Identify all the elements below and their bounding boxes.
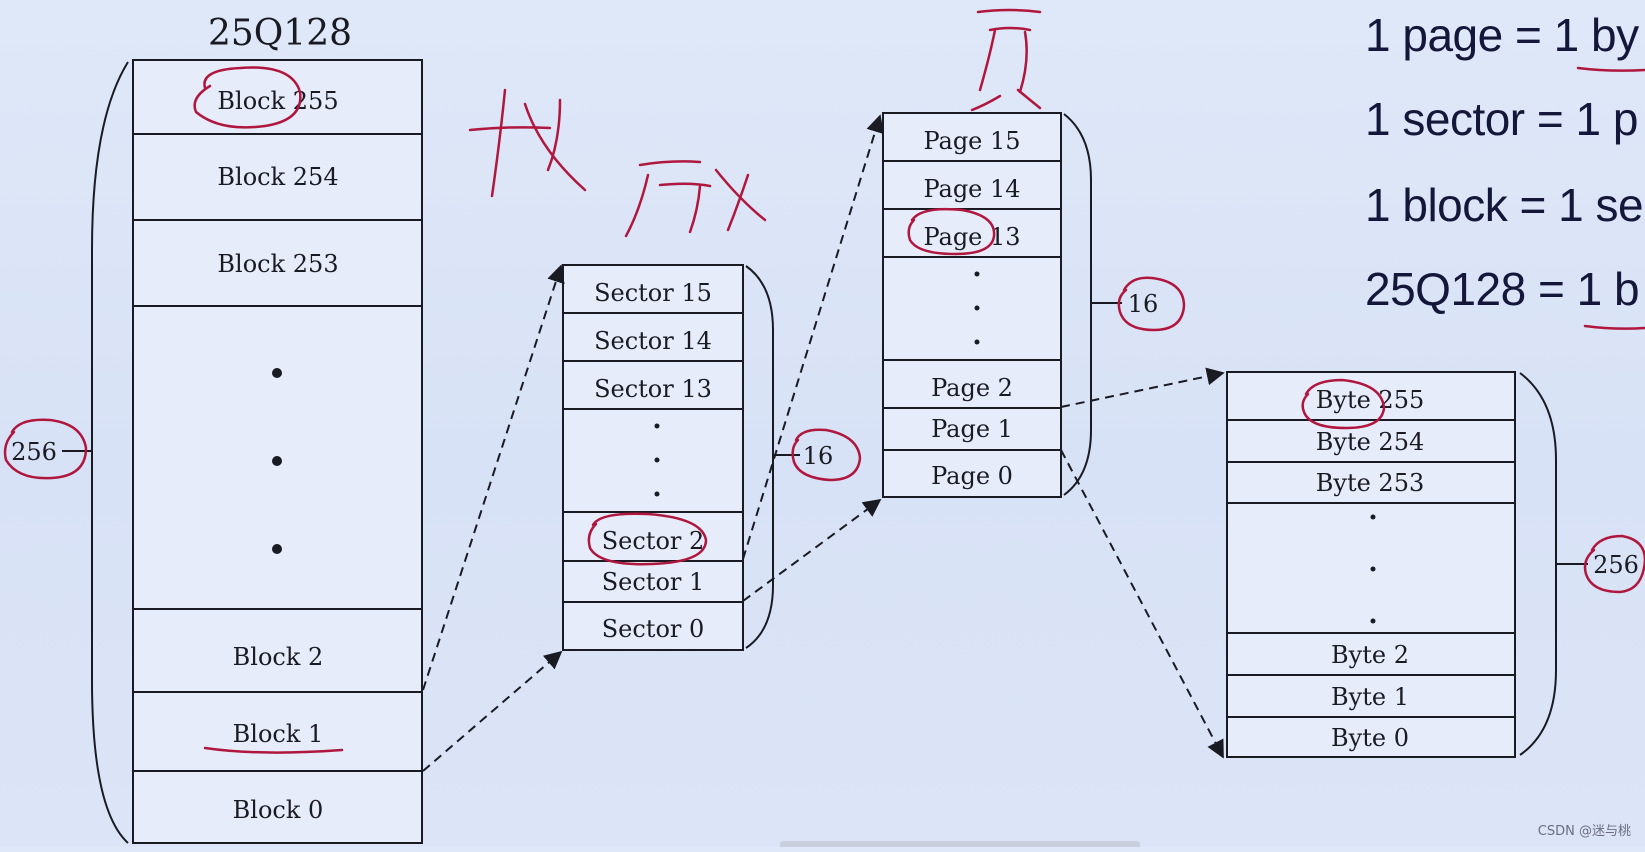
block-count-brace (91, 61, 129, 844)
byte-count-brace (1519, 372, 1557, 756)
sector-count-brace (745, 265, 774, 649)
chip-title: 25Q128 (208, 13, 352, 54)
block-label: Block 0 (233, 796, 324, 824)
block-label: Block 1 (233, 720, 324, 748)
formula-block: 1 block = 1 se (1365, 179, 1644, 231)
sector-label: Sector 15 (594, 279, 712, 307)
sector-count-label: 16 (803, 442, 834, 470)
page-label: Page 0 (931, 462, 1013, 490)
annotation-circle-16-page (1117, 276, 1186, 332)
arrow-sector-to-page-top (742, 114, 884, 560)
block-label: Block 254 (217, 163, 338, 191)
arrow-block-to-sector-bottom (422, 650, 563, 772)
expansion-arrows (422, 114, 1225, 772)
page-column (882, 112, 1062, 498)
sector-label: Sector 13 (594, 375, 712, 403)
annotation-circle-page-13 (907, 207, 996, 256)
ellipsis-dot (974, 339, 980, 345)
ellipsis-dot (654, 491, 660, 497)
ellipsis-dot (974, 305, 980, 311)
page-label: Page 13 (923, 223, 1020, 251)
ellipsis-dot (1370, 618, 1376, 624)
handwritten-glyph-page (970, 8, 1042, 112)
annotation-underline-formula-1 (1576, 66, 1645, 72)
annotation-underline-block-1 (203, 746, 344, 754)
block-column (132, 59, 423, 844)
byte-column (1226, 371, 1516, 758)
sector-label: Sector 14 (594, 327, 712, 355)
ellipsis-dot (272, 368, 282, 378)
ellipsis-dot (272, 544, 282, 554)
byte-label: Byte 0 (1331, 724, 1409, 752)
sector-label: Sector 0 (602, 615, 705, 643)
page-label: Page 14 (923, 175, 1020, 203)
handwritten-glyph-sector (624, 160, 767, 238)
annotation-circle-byte-255 (1301, 378, 1386, 430)
formula-page: 1 page = 1 by (1365, 9, 1639, 61)
annotation-circle-block (193, 66, 302, 129)
block-label: Block 2 (233, 643, 324, 671)
annotation-circle-16-sector (791, 428, 862, 482)
ellipsis-dot (654, 457, 660, 463)
ellipsis-dot (654, 423, 660, 429)
ellipsis-dot (272, 456, 282, 466)
byte-label: Byte 253 (1316, 469, 1424, 497)
formula-chip: 25Q128 = 1 b (1365, 263, 1640, 315)
annotation-circle-sector-2 (587, 512, 708, 566)
page-label: Page 1 (931, 415, 1013, 443)
formula-sector: 1 sector = 1 p (1365, 93, 1639, 145)
ellipsis-dot (1370, 514, 1376, 520)
sector-label: Sector 2 (602, 527, 705, 555)
page-count-brace (1063, 113, 1092, 496)
block-label: Block 253 (217, 250, 338, 278)
annotation-underline-formula-4 (1583, 324, 1645, 330)
annotation-circle-256-left (3, 418, 88, 480)
arrow-page-to-byte-top (1060, 367, 1225, 408)
block-count-label: 256 (11, 438, 57, 466)
page-label: Page 2 (931, 374, 1013, 402)
block-label: Block 255 (217, 87, 338, 115)
handwritten-annotations (3, 8, 1645, 754)
byte-label: Byte 255 (1316, 386, 1424, 414)
arrow-page-to-byte-bottom (1060, 449, 1224, 759)
page-count-label: 16 (1128, 290, 1159, 318)
byte-label: Byte 254 (1316, 428, 1424, 456)
page-label: Page 15 (923, 127, 1020, 155)
arrow-sector-to-page-bottom (742, 498, 882, 602)
ellipsis-dot (974, 271, 980, 277)
byte-count-label: 256 (1593, 551, 1639, 579)
handwritten-glyph-block (468, 88, 587, 198)
ellipsis-dot (1370, 566, 1376, 572)
sector-label: Sector 1 (602, 568, 705, 596)
sector-column (562, 264, 744, 651)
byte-label: Byte 2 (1331, 641, 1409, 669)
arrow-block-to-sector-top (422, 264, 565, 691)
annotation-circle-256-right (1583, 534, 1645, 594)
byte-label: Byte 1 (1331, 683, 1409, 711)
video-progress-bar[interactable] (780, 841, 1140, 847)
watermark: CSDN @迷与桃 (1537, 824, 1631, 839)
